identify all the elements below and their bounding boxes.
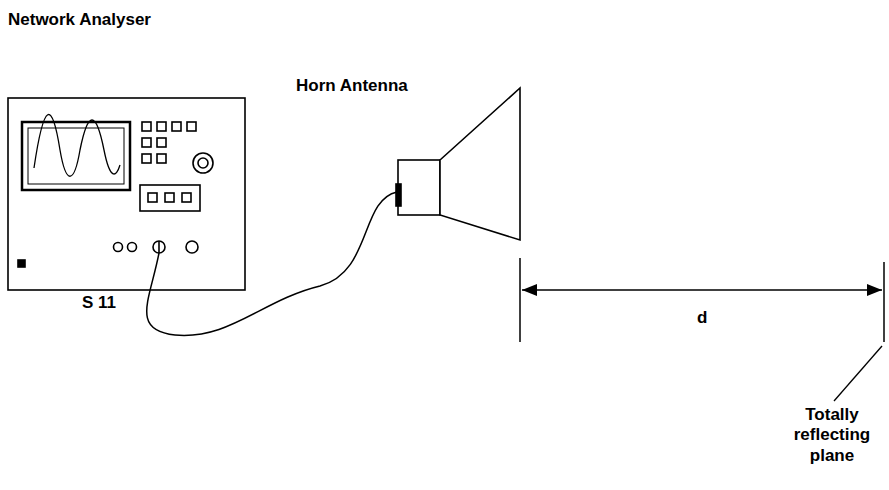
- port-label: S 11: [82, 293, 116, 313]
- dimension-label: d: [697, 308, 707, 328]
- antenna-label: Horn Antenna: [296, 76, 408, 96]
- leader-line: [834, 346, 882, 401]
- network-analyser-symbol: [8, 98, 245, 290]
- coaxial-cable: [147, 192, 397, 335]
- horn-antenna-symbol: [396, 88, 520, 240]
- plane-label: Totally reflecting plane: [782, 405, 882, 466]
- distance-dimension: [520, 258, 884, 342]
- figure-heading: Network Analyser: [8, 10, 151, 30]
